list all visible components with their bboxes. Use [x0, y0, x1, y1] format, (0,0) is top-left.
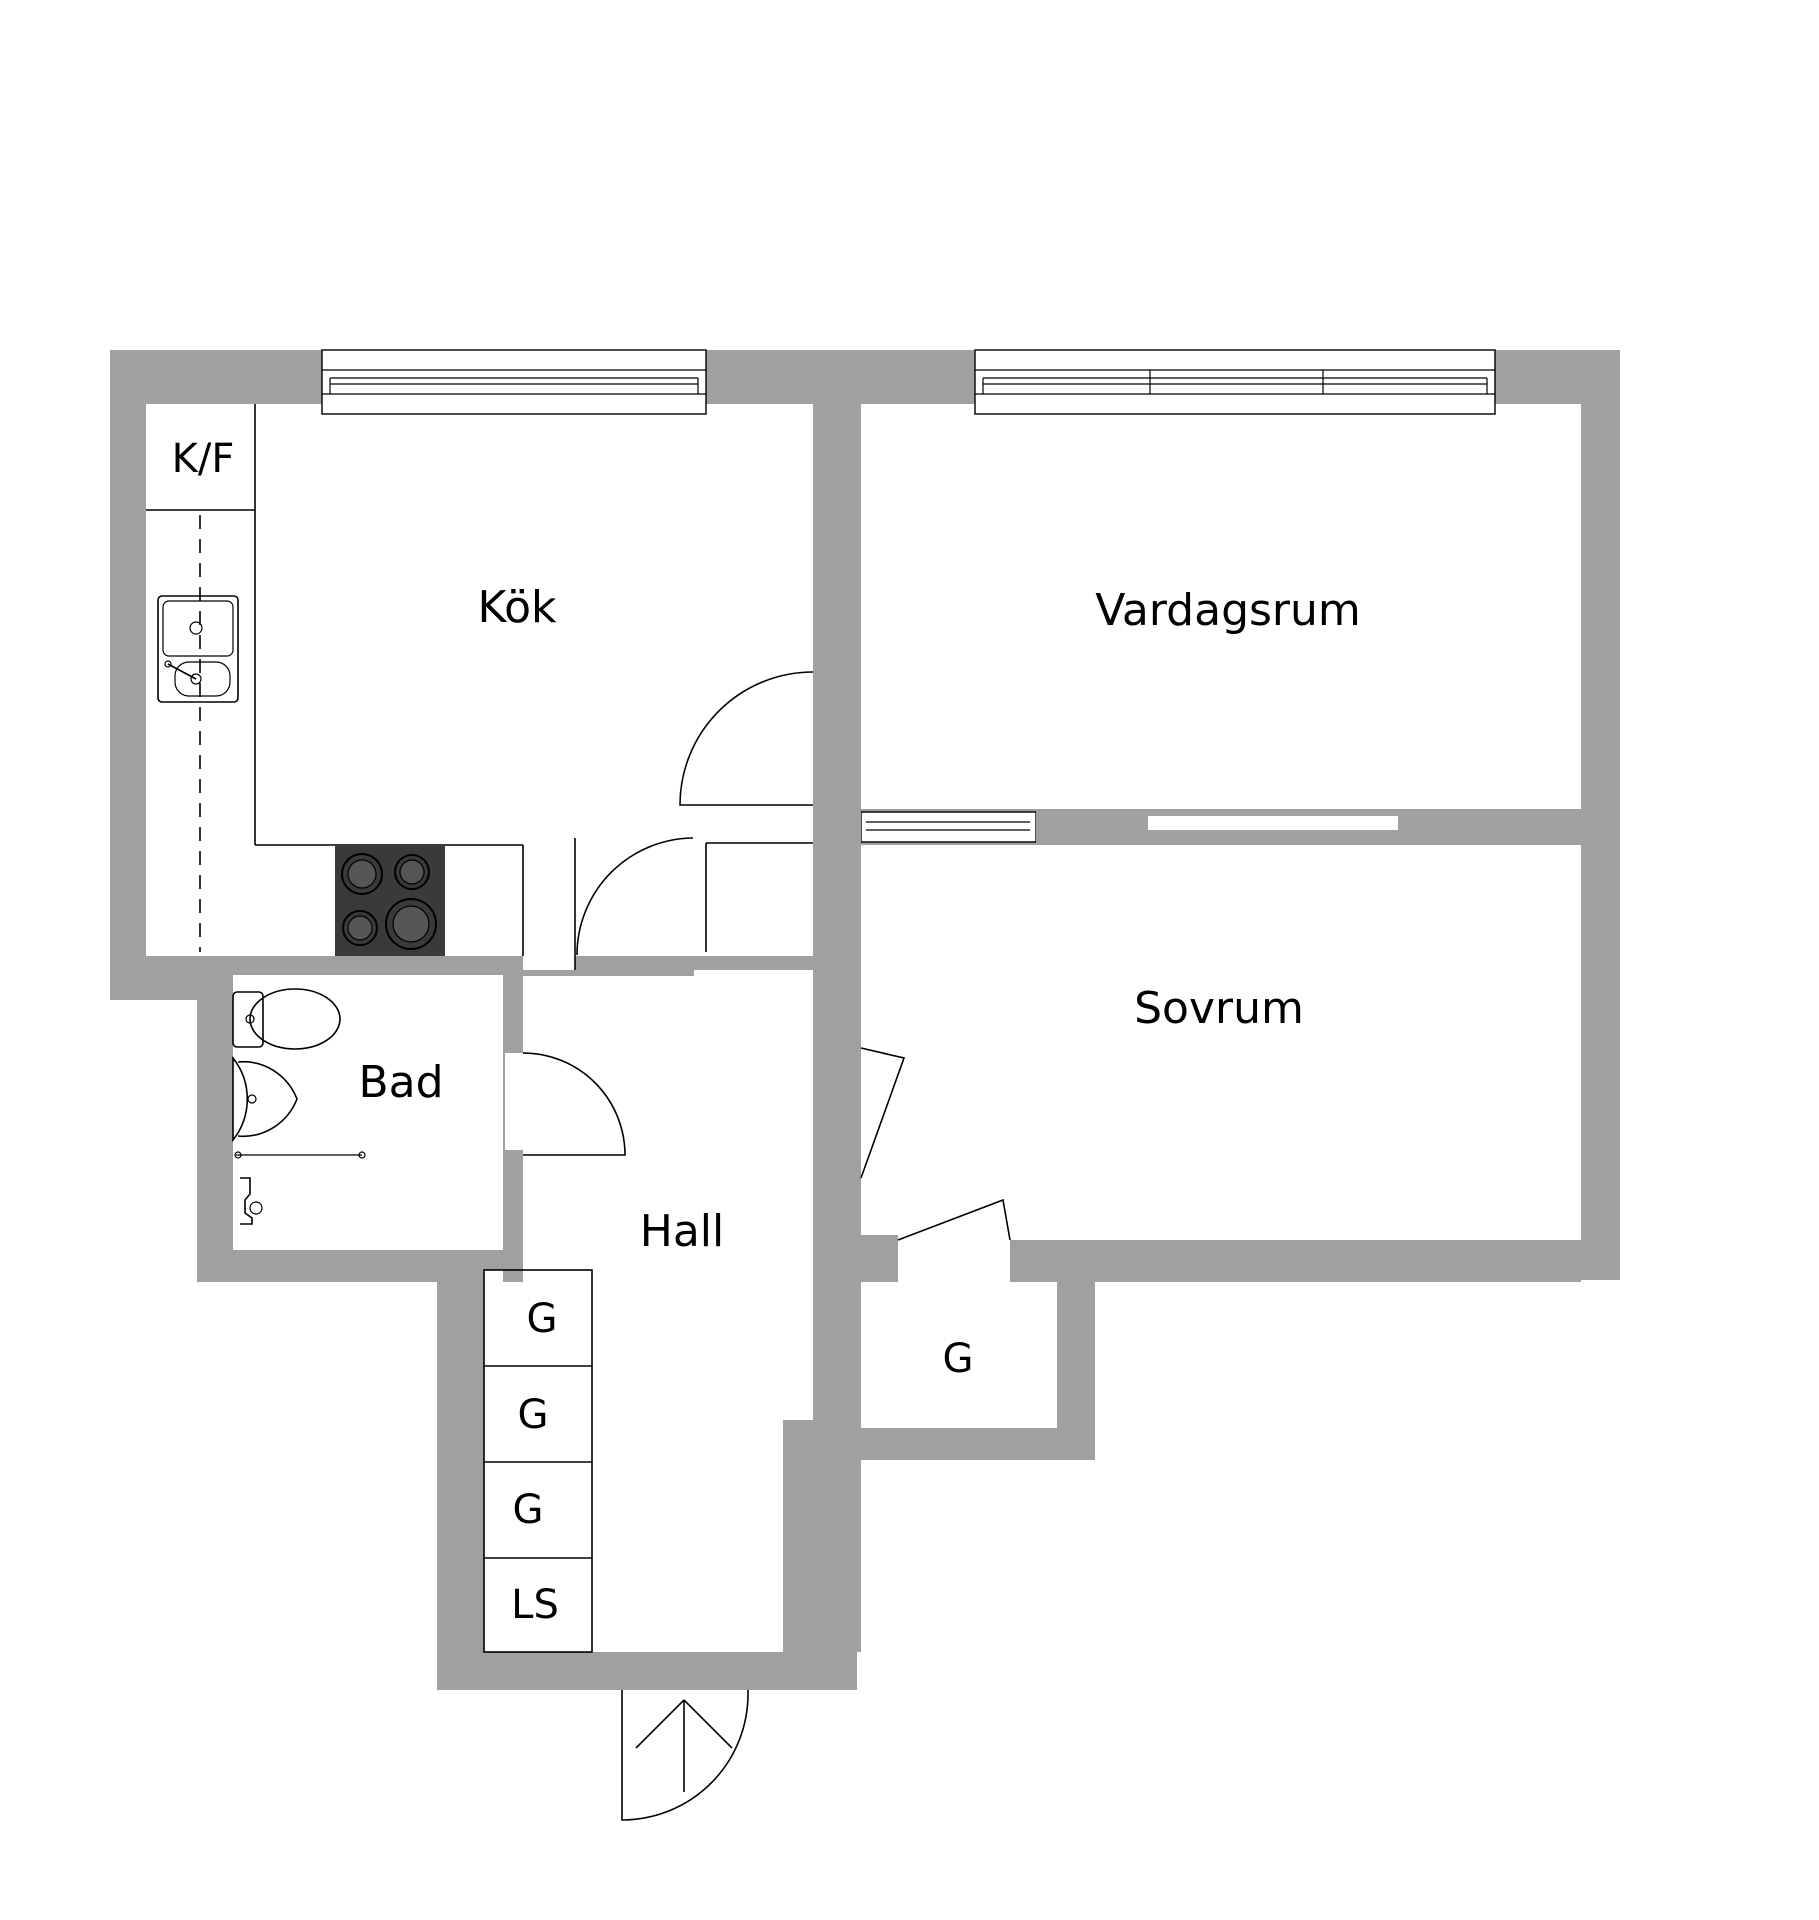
shower-rail-icon: [234, 1151, 366, 1159]
window-partition: [860, 811, 1037, 843]
label-vardagsrum: Vardagsrum: [1095, 585, 1361, 636]
hall-cabinets: [483, 842, 813, 1653]
label-sovrum: Sovrum: [1134, 983, 1304, 1034]
door-kok-vardagsrum: [679, 671, 814, 806]
washbasin-icon: [232, 1055, 298, 1143]
closet-hall-upper: [694, 840, 813, 952]
kf-alcove: [146, 404, 255, 510]
interior-walls: [110, 404, 1581, 1652]
labels: Kök Vardagsrum Sovrum Bad Hall K/F G G G…: [172, 436, 1361, 1628]
door-closet-sovrum: [897, 1198, 1011, 1241]
sink-icon: [157, 595, 239, 703]
room-vardagsrum: [861, 404, 1581, 809]
room-hall: [484, 970, 813, 1652]
closet-sovrum: [861, 1240, 1057, 1428]
label-kf: K/F: [172, 436, 235, 482]
label-closet-sovrum: G: [943, 1336, 974, 1382]
doors: [522, 671, 1011, 1821]
door-sovrum: [860, 1047, 906, 1179]
bathroom-fixtures: [232, 988, 366, 1225]
label-closet-hall-3: G: [513, 1487, 544, 1533]
label-linen: LS: [511, 1582, 559, 1628]
entrance-arrow-icon: [635, 1699, 733, 1792]
window-vardagsrum: [974, 349, 1496, 415]
label-bad: Bad: [358, 1057, 443, 1108]
label-hall: Hall: [640, 1206, 725, 1257]
windows: [321, 349, 1496, 843]
kitchen-counters: [146, 404, 524, 956]
door-bad: [522, 1052, 626, 1156]
room-interiors: [146, 404, 1581, 1652]
label-closet-hall-1: G: [527, 1296, 558, 1342]
door-kok-hall: [574, 837, 694, 970]
room-bad: [233, 975, 503, 1250]
shower-mixer-icon: [240, 1177, 263, 1225]
room-sovrum: [861, 845, 1581, 1240]
room-kok: [146, 404, 813, 970]
toilet-icon: [232, 988, 341, 1050]
door-entrance: [621, 1690, 749, 1821]
sliding-door-slot: [1148, 816, 1398, 830]
label-kok: Kök: [477, 582, 557, 633]
label-closet-hall-2: G: [518, 1392, 549, 1438]
window-kok: [321, 349, 707, 415]
stove-icon: [335, 845, 445, 956]
